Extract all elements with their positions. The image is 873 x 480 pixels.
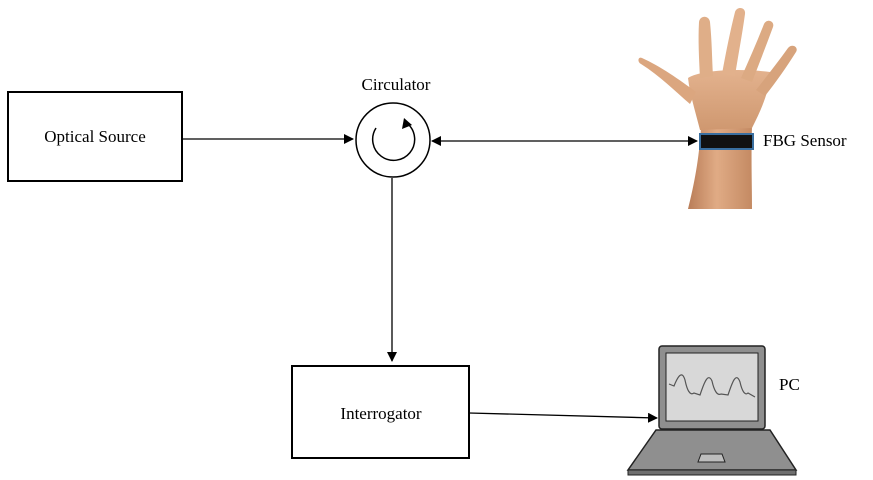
waveform-icon <box>668 374 756 398</box>
circulator-label: Circulator <box>362 75 431 94</box>
interrogator-label: Interrogator <box>340 404 422 423</box>
optical-source-block: Optical Source <box>7 91 183 182</box>
optical-source-label: Optical Source <box>44 127 146 146</box>
fbg-sensor-label: FBG Sensor <box>763 131 847 150</box>
hand-wrist-image <box>638 8 797 209</box>
circular-arrow-icon <box>371 118 416 162</box>
pc-label: PC <box>779 375 800 394</box>
interrogator-block: Interrogator <box>291 365 470 459</box>
circulator: Circulator <box>355 75 431 178</box>
arrow-interrogator-to-pc <box>468 412 658 423</box>
laptop-icon <box>626 345 798 476</box>
fbg-sensor-band <box>699 133 754 150</box>
